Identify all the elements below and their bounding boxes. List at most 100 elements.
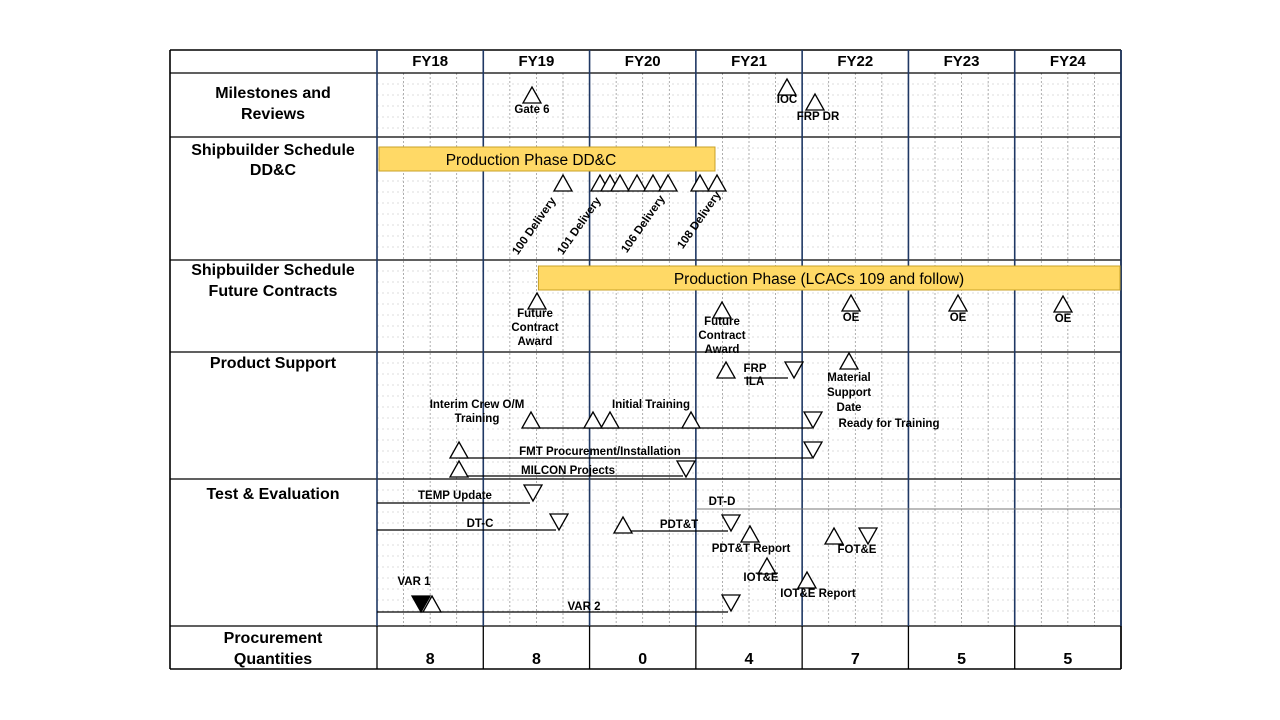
initial-training-marker-1 [582,410,604,429]
fmt-end-marker [802,441,824,460]
oe-label-3: OE [1055,313,1072,325]
frp-dr-label: FRP DR [797,111,840,123]
procurement-qty-fy22: 7 [851,651,860,668]
row-label-5-line-1: Test & Evaluation [206,486,339,503]
ready-for-training-marker [802,411,824,430]
frp-ila-label-line-1: FRP [744,363,767,375]
var1-marker [410,595,432,614]
var1-end-marker [421,594,443,613]
procurement-qty-fy19: 8 [532,651,541,668]
ioc-milestone [776,77,798,96]
material-support-label-line-1: Material [827,372,870,384]
fy-header-fy23: FY23 [944,53,980,70]
delivery-label-4: 108 Delivery [675,189,724,251]
delivery-label-3: 106 Delivery [619,193,668,255]
delivery-marker-9 [706,173,728,192]
future-contract-award-2-marker [711,300,733,319]
var1-label: VAR 1 [397,576,431,588]
future-contract-award-2-label-line-2: Contract [698,330,745,342]
pdtt-label: PDT&T [660,519,698,531]
future-contract-award-1-marker [526,291,548,310]
initial-training-marker-2 [599,410,621,429]
fote-end-marker [857,527,879,546]
fote-start-marker [823,526,845,545]
delivery-marker-4 [609,173,631,192]
interim-crew-label-line-1: Interim Crew O/M [430,399,525,411]
phase-bar-2 [537,265,1121,291]
initial-training-label: Initial Training [612,399,690,411]
fote-label: FOT&E [838,544,877,556]
ready-for-training-label: Ready for Training [839,418,940,430]
row-label-3-line-2: Future Contracts [209,283,338,300]
fy-header-fy22: FY22 [837,53,873,70]
delivery-marker-8 [689,173,711,192]
milcon-start-marker [448,459,470,478]
procurement-qty-fy20: 0 [638,651,647,668]
var2-marker [720,594,742,613]
dt-d-label: DT-D [709,496,736,508]
frp-ila-start-marker [715,360,737,379]
delivery-marker-6 [642,173,664,192]
iote-label: IOT&E [743,572,778,584]
fy-header-fy21: FY21 [731,53,767,70]
temp-update-marker [522,484,544,503]
phase-bars: Production Phase DD&C Production Phase (L… [378,146,1121,291]
procurement-qty-fy24: 5 [1063,651,1072,668]
dt-c-marker [548,513,570,532]
future-contract-award-1-label-line-1: Future [517,308,553,320]
delivery-label-1: 100 Delivery [510,195,559,257]
initial-training-marker-3 [680,410,702,429]
oe-label-2: OE [950,312,967,324]
row-label-2-line-2: DD&C [250,162,297,179]
pdtt-report-marker [739,524,761,543]
oe-marker-1 [840,293,862,312]
fy-header-fy18: FY18 [412,53,448,70]
milestone-markers [410,77,1074,614]
activity-lines [377,377,1121,613]
interim-crew-start-marker [520,410,542,429]
future-contract-award-1-label-line-3: Award [518,336,553,348]
ioc-label: IOC [777,94,797,106]
frp-ila-label-line-2: ILA [746,376,765,388]
phase-bar-1 [378,146,716,172]
milcon-end-marker [675,460,697,479]
material-support-label-line-3: Date [837,402,862,414]
frp-ila-end-marker [783,361,805,380]
row-label-4-line-1: Product Support [210,355,337,372]
iote-report-marker [796,570,818,589]
iote-marker [756,556,778,575]
material-support-marker [838,351,860,370]
phase-bar-label-2: Production Phase (LCACs 109 and follow) [674,271,964,288]
row-label-1-line-1: Milestones and [215,85,331,102]
dt-c-label: DT-C [467,518,494,530]
interim-crew-label-line-2: Training [455,413,500,425]
procurement-qty-fy18: 8 [426,651,435,668]
fy-header-fy20: FY20 [625,53,661,70]
row-label-6-line-2: Quantities [234,651,312,668]
fmt-label: FMT Procurement/Installation [519,446,681,458]
gate6-milestone [521,85,543,104]
gate6-label: Gate 6 [514,104,549,116]
future-contract-award-1-label-line-2: Contract [511,322,558,334]
fmt-start-marker [448,440,470,459]
pdtt-end-marker [720,514,742,533]
oe-marker-2 [947,293,969,312]
procurement-qty-fy23: 5 [957,651,966,668]
future-contract-award-2-label-line-3: Award [705,344,740,356]
fy-header-fy19: FY19 [518,53,554,70]
delivery-marker-5 [626,173,648,192]
phase-bar-label-1: Production Phase DD&C [446,152,617,169]
delivery-marker-7 [657,173,679,192]
row-label-1-line-2: Reviews [241,106,305,123]
frp-dr-milestone [804,92,826,111]
material-support-label-line-2: Support [827,387,871,399]
fy-header-fy24: FY24 [1050,53,1087,70]
row-label-3-line-1: Shipbuilder Schedule [191,262,355,279]
oe-label-1: OE [843,312,860,324]
pdtt-report-label: PDT&T Report [712,543,791,555]
var2-label: VAR 2 [567,601,600,613]
temp-update-label: TEMP Update [418,490,492,502]
